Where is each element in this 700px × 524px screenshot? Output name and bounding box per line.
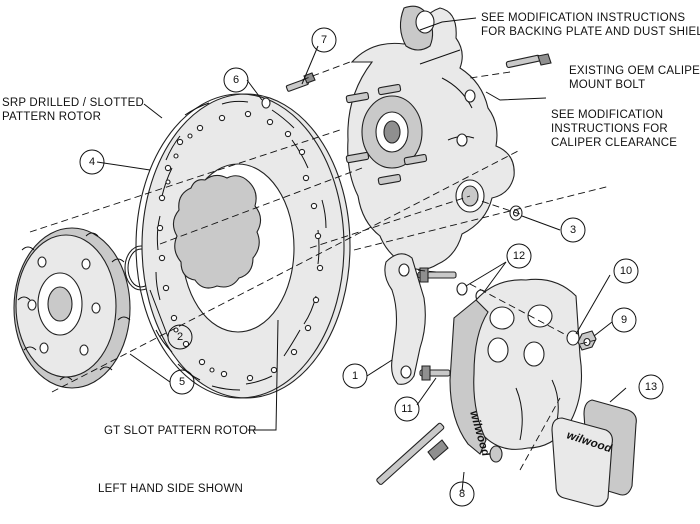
callout-2: 2 <box>167 324 193 350</box>
callout-12: 12 <box>506 243 532 269</box>
washer-part-10 <box>566 330 580 346</box>
callout-10-number: 10 <box>620 265 632 277</box>
bolt-part-7 <box>285 72 316 92</box>
callout-4-number: 4 <box>89 156 95 168</box>
callout-8-number: 8 <box>459 488 465 500</box>
nut-part-9 <box>577 330 597 351</box>
callout-5-number: 5 <box>179 376 185 388</box>
callout-3: 3 <box>560 217 586 243</box>
steering-knuckle <box>345 5 515 271</box>
wilwood-caliper: wilwood <box>449 278 583 463</box>
callout-7-number: 7 <box>321 34 327 46</box>
label-backing-plate-line1: SEE MODIFICATION INSTRUCTIONS <box>481 12 685 24</box>
callout-13: 13 <box>638 374 664 400</box>
alignment-lines <box>29 61 611 471</box>
caliper-bracket-part <box>384 253 426 385</box>
callout-11-number: 11 <box>401 403 412 415</box>
label-clearance-line1: SEE MODIFICATION <box>551 109 663 121</box>
label-clearance-line3: CALIPER CLEARANCE <box>551 137 677 149</box>
label-oem-bolt-line1: EXISTING OEM CALIPER <box>569 65 700 77</box>
washer-part-6 <box>261 97 271 109</box>
leader-lines <box>96 17 627 492</box>
callout-5: 5 <box>169 369 195 395</box>
callout-11: 11 <box>394 396 420 422</box>
callout-8: 8 <box>449 481 475 507</box>
brake-pads-part: wilwood <box>551 399 637 507</box>
callout-6-number: 6 <box>233 74 239 86</box>
label-srp-rotor-line2: PATTERN ROTOR <box>2 111 101 123</box>
label-oem-bolt-line2: MOUNT BOLT <box>569 79 645 91</box>
callout-3-number: 3 <box>570 224 576 236</box>
oem-caliper-mount-bolt <box>505 53 552 69</box>
callout-9-number: 9 <box>621 314 627 326</box>
callout-13-number: 13 <box>645 381 657 393</box>
label-backing-plate-line2: FOR BACKING PLATE AND DUST SHIELD <box>481 26 700 38</box>
brake-rotor-part <box>135 93 351 399</box>
callout-1: 1 <box>342 363 368 389</box>
callout-7: 7 <box>311 27 337 53</box>
label-gt-slot-rotor: GT SLOT PATTERN ROTOR <box>104 425 257 437</box>
label-left-hand-side: LEFT HAND SIDE SHOWN <box>98 483 243 495</box>
callout-1-number: 1 <box>352 370 358 382</box>
callout-10: 10 <box>613 258 639 284</box>
callout-4: 4 <box>79 149 105 175</box>
callout-2-number: 2 <box>177 331 183 343</box>
label-srp-rotor-line1: SRP DRILLED / SLOTTED <box>2 97 144 109</box>
callout-9: 9 <box>611 307 637 333</box>
callout-6: 6 <box>223 67 249 93</box>
label-clearance-line2: INSTRUCTIONS FOR <box>551 123 668 135</box>
bolt-part-8 <box>376 422 449 485</box>
callout-12-number: 12 <box>513 250 525 262</box>
rotor-hat-part <box>13 227 131 389</box>
